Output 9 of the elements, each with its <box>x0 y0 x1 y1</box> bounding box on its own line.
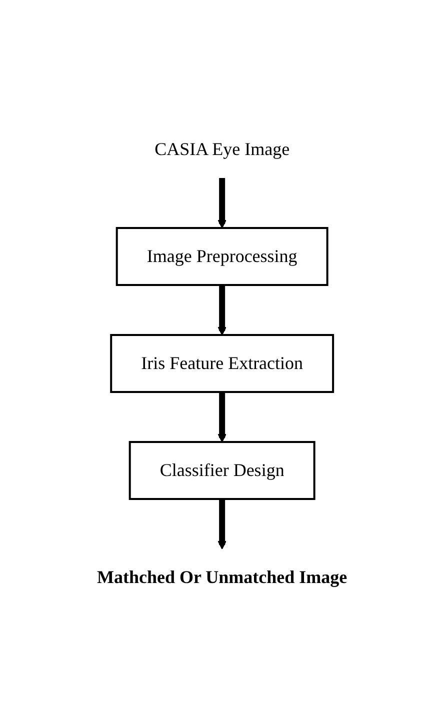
node-text: CASIA Eye Image <box>155 139 290 159</box>
arrow <box>218 178 227 228</box>
arrow <box>218 392 227 442</box>
arrow <box>218 499 227 550</box>
arrow <box>218 285 227 336</box>
node-box: Iris Feature Extraction <box>110 334 334 393</box>
node-box: Image Preprocessing <box>116 227 329 286</box>
node-text: Mathched Or Unmatched Image <box>97 567 348 587</box>
node-box: Classifier Design <box>129 441 316 500</box>
